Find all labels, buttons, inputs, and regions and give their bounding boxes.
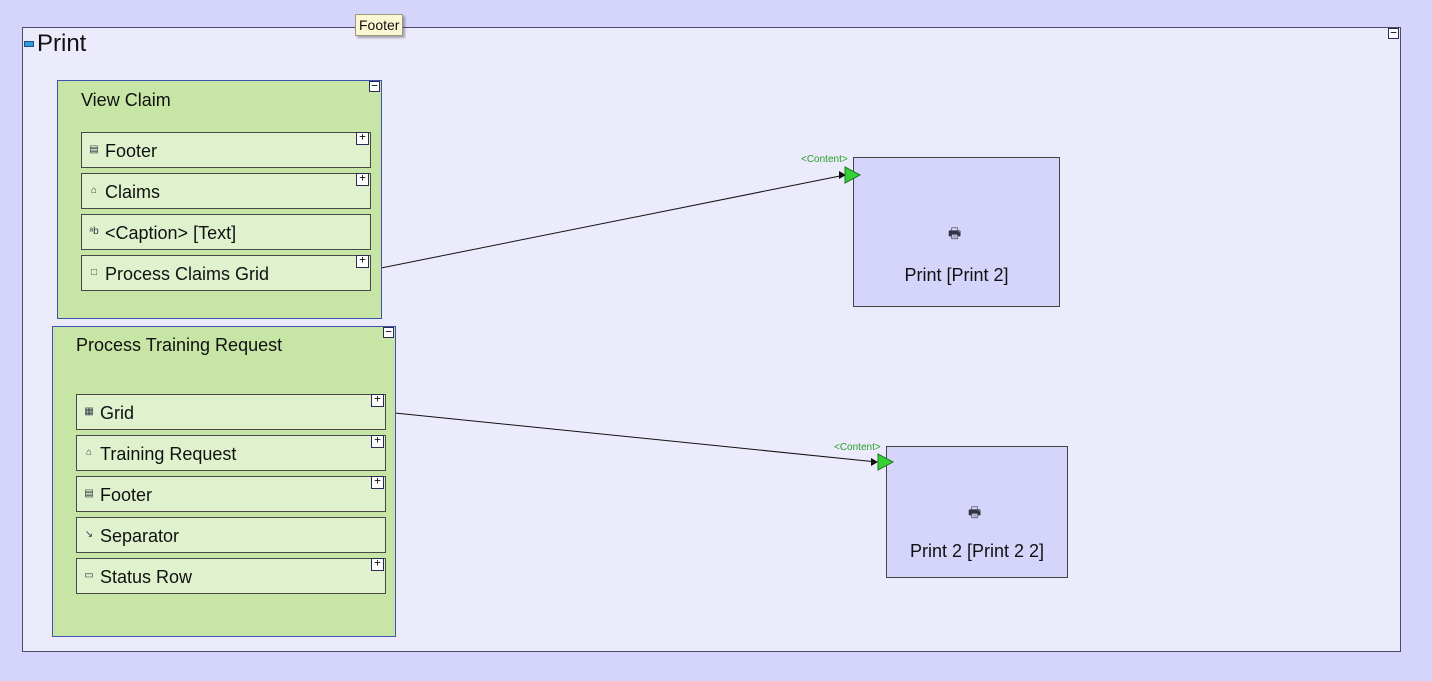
collapse-print-button[interactable]: − <box>1388 27 1399 39</box>
print-indicator-icon <box>24 41 34 47</box>
print-node[interactable]: 🖶 Print [Print 2] <box>853 157 1060 307</box>
footer-icon: ▤ <box>84 488 94 499</box>
item-label: Footer <box>100 485 153 505</box>
node-label: Print [Print 2] <box>904 265 1009 285</box>
list-item-caption-text[interactable]: ᵃb <Caption> [Text] <box>81 214 371 250</box>
item-label: <Caption> [Text] <box>105 223 237 243</box>
item-label: Separator <box>100 526 180 546</box>
content-port-label: <Content> <box>834 442 881 453</box>
printer-icon: 🖶 <box>968 504 982 520</box>
item-label: Footer <box>105 141 158 161</box>
list-item-separator[interactable]: ↘ Separator <box>76 517 386 553</box>
expand-item-button[interactable]: + <box>371 393 384 407</box>
expand-item-button[interactable]: + <box>371 557 384 571</box>
checkbox-icon: □ <box>90 267 98 278</box>
content-port-label: <Content> <box>801 154 848 165</box>
status-row-icon: ▭ <box>84 570 94 581</box>
print-2-node[interactable]: 🖶 Print 2 [Print 2 2] <box>886 446 1068 578</box>
container-title: Process Training Request <box>76 335 283 355</box>
list-item-status-row[interactable]: ▭ Status Row + <box>76 557 386 594</box>
item-label: Training Request <box>100 444 237 464</box>
list-item-grid[interactable]: ▦ Grid + <box>76 393 386 430</box>
grid-icon: ▦ <box>84 406 94 417</box>
collapse-container-button[interactable]: − <box>383 326 394 338</box>
item-label: Status Row <box>100 567 193 587</box>
list-item-footer[interactable]: ▤ Footer + <box>76 475 386 512</box>
expand-item-button[interactable]: + <box>356 172 369 186</box>
list-item-process-claims-grid[interactable]: □ Process Claims Grid + <box>81 254 371 291</box>
item-label: Process Claims Grid <box>105 264 270 284</box>
tooltip: Footer <box>355 14 404 36</box>
node-label: Print 2 [Print 2 2] <box>909 541 1045 561</box>
content-port[interactable] <box>877 453 895 471</box>
expand-item-button[interactable]: + <box>371 434 384 448</box>
container-process-training-request[interactable]: Process Training Request − ▦ Grid + ⌂ Tr… <box>52 326 396 637</box>
connection-line-grid <box>384 411 878 463</box>
separator-icon: ↘ <box>84 529 94 540</box>
list-item-claims[interactable]: ⌂ Claims + <box>81 172 371 209</box>
printer-icon: 🖶 <box>948 225 962 241</box>
item-label: Grid <box>100 403 135 423</box>
connection-line-claims-grid <box>370 174 846 271</box>
expand-item-button[interactable]: + <box>356 131 369 145</box>
collapse-container-button[interactable]: − <box>369 80 380 92</box>
expand-item-button[interactable]: + <box>356 254 369 268</box>
container-view-claim[interactable]: View Claim − ▤ Footer + ⌂ Claims + ᵃb <C… <box>57 80 382 319</box>
content-port[interactable] <box>844 166 862 184</box>
connection-arrowhead <box>871 458 878 466</box>
footer-icon: ▤ <box>89 144 99 155</box>
item-label: Claims <box>105 182 161 202</box>
claims-icon: ⌂ <box>90 185 98 196</box>
training-request-icon: ⌂ <box>85 447 93 458</box>
list-item-footer[interactable]: ▤ Footer + <box>81 131 371 168</box>
container-title: View Claim <box>81 90 171 110</box>
connection-arrowhead <box>839 171 846 179</box>
expand-item-button[interactable]: + <box>371 475 384 489</box>
print-title: Print <box>37 30 87 57</box>
caption-text-icon: ᵃb <box>89 226 99 237</box>
list-item-training-request[interactable]: ⌂ Training Request + <box>76 434 386 471</box>
